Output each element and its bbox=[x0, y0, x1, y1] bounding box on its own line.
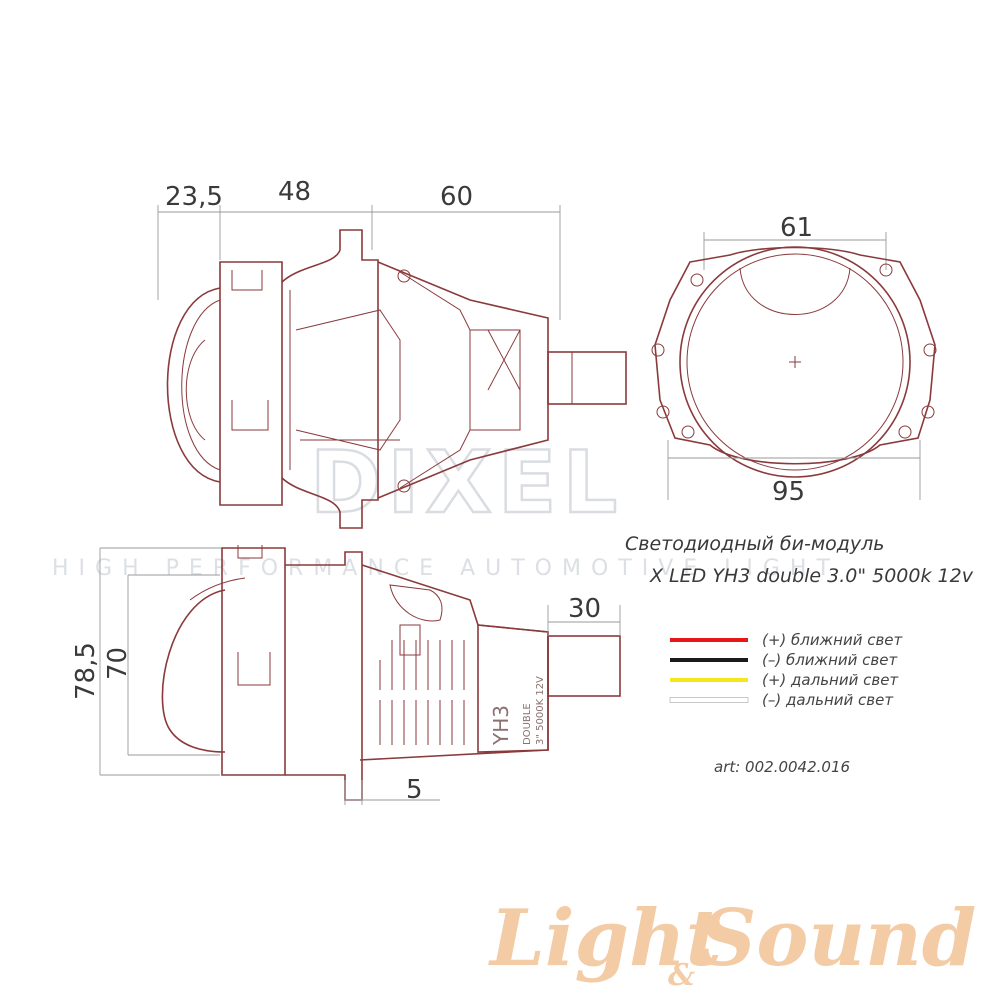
legend-label-0: (+) ближний свет bbox=[762, 631, 904, 649]
product-title: Светодиодный би-модуль X LED YH3 double … bbox=[625, 533, 974, 587]
dim-60: 60 bbox=[440, 182, 473, 212]
side-view-top bbox=[166, 229, 627, 529]
watermark-tagline: HIGH PERFORMANCE AUTOMOTIVE LIGHT bbox=[52, 556, 840, 581]
legend-label-1: (–) ближний свет bbox=[762, 651, 898, 669]
dim-61: 61 bbox=[780, 213, 813, 243]
dim-95: 95 bbox=[772, 477, 805, 507]
front-view: 61 95 bbox=[651, 213, 937, 507]
dim-70: 70 bbox=[103, 647, 133, 680]
label-double: DOUBLE bbox=[522, 703, 533, 745]
article-number: art: 002.0042.016 bbox=[714, 758, 850, 776]
wire-legend: (+) ближний свет (–) ближний свет (+) даль… bbox=[669, 631, 904, 709]
label-spec: 3" 5000K 12V bbox=[535, 676, 546, 745]
label-model: YH3 bbox=[489, 705, 513, 746]
legend-label-2: (+) дальний свет bbox=[762, 671, 899, 689]
logo-right: Sound bbox=[700, 893, 976, 984]
light-sound-logo: Light & Sound bbox=[488, 893, 976, 993]
dim-5: 5 bbox=[406, 775, 423, 805]
dim-78-5: 78,5 bbox=[71, 642, 101, 700]
dixel-watermark: DIXEL HIGH PERFORMANCE AUTOMOTIVE LIGHT bbox=[52, 432, 840, 581]
logo-amp: & bbox=[668, 958, 695, 993]
dim-23-5: 23,5 bbox=[165, 182, 223, 212]
side-view-bottom: 78,5 70 YH3 DOUBLE 3" 5000K 12V 30 5 bbox=[71, 545, 621, 805]
title-line-1: Светодиодный би-модуль bbox=[625, 533, 885, 555]
legend-wire-outline-3 bbox=[669, 697, 749, 703]
top-dimensions: 23,5 48 60 bbox=[157, 177, 561, 320]
watermark-brand: DIXEL bbox=[310, 433, 623, 533]
logo-left: Light bbox=[488, 893, 722, 984]
dim-48: 48 bbox=[278, 177, 311, 207]
title-line-2: X LED YH3 double 3.0" 5000k 12v bbox=[649, 565, 974, 587]
legend-label-3: (–) дальний свет bbox=[762, 691, 894, 709]
dim-30: 30 bbox=[568, 594, 601, 624]
